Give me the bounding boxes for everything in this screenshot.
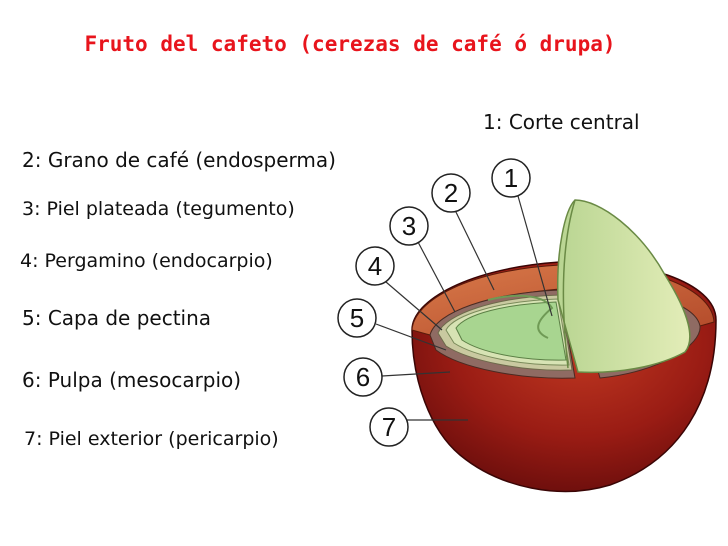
label-grano-de-cafe: 2: Grano de café (endosperma) [22,148,336,172]
label-piel-exterior: 7: Piel exterior (pericarpio) [24,428,279,450]
callout-number-2: 2 [444,178,458,208]
callout-circle-4 [355,246,395,286]
leader-line-3 [417,241,456,313]
label-pulpa: 6: Pulpa (mesocarpio) [22,368,242,392]
leader-line-4 [385,281,443,331]
callout-number-1: 1 [504,163,518,193]
callout-circle-3 [389,206,429,246]
label-pergamino: 4: Pergamino (endocarpio) [20,250,273,272]
central-cut-edge [562,199,576,369]
leader-line-5 [375,323,447,351]
page-title: Fruto del cafeto (cerezas de café ó drup… [84,32,616,56]
callout-number-6: 6 [356,362,370,392]
leader-line-1 [517,195,553,317]
callout-circle-1 [491,158,531,198]
callout-circle-7 [369,407,409,447]
leader-line-2 [453,207,495,291]
callout-number-5: 5 [350,303,364,333]
callout-circle-6 [343,357,383,397]
central-cut [556,199,691,374]
callout-number-3: 3 [402,211,416,241]
callout-circle-2 [431,173,471,213]
coffee-bean-crease [487,294,554,339]
label-corte-central: 1: Corte central [483,110,640,134]
leader-line-6 [381,371,451,377]
label-capa-de-pectina: 5: Capa de pectina [22,306,212,330]
callout-number-7: 7 [382,412,396,442]
coffee-bean [455,301,567,361]
callout-number-4: 4 [368,251,382,281]
label-piel-plateada: 3: Piel plateada (tegumento) [22,198,295,220]
callout-circle-5 [337,298,377,338]
